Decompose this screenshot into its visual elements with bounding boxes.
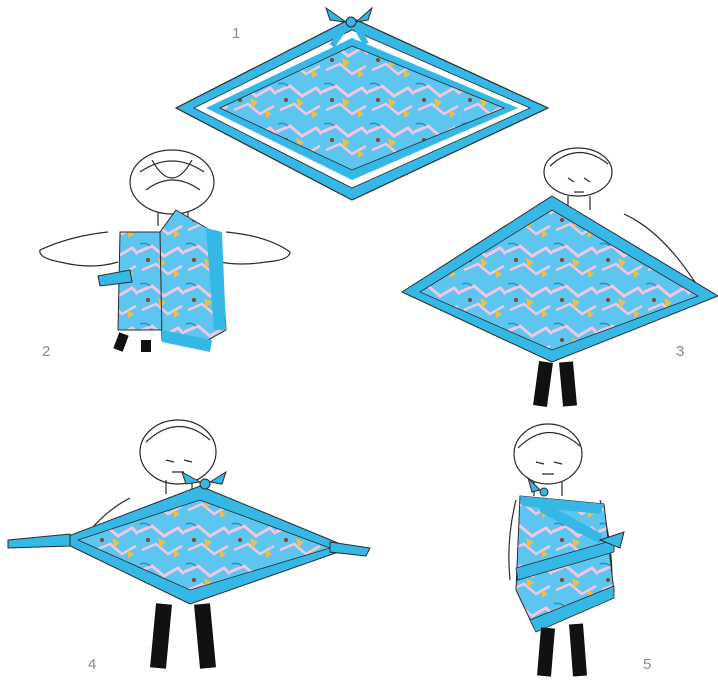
step-5-illustration bbox=[509, 424, 624, 676]
scarf-square-icon bbox=[402, 196, 718, 362]
scarf-square-icon bbox=[58, 486, 350, 604]
scarf-square-icon bbox=[176, 18, 548, 200]
step-number-5: 5 bbox=[643, 656, 651, 673]
step-number-4: 4 bbox=[88, 656, 96, 673]
step-2-illustration bbox=[40, 150, 290, 352]
step-4-illustration bbox=[8, 420, 370, 668]
scarf-square-icon bbox=[516, 496, 614, 632]
step-number-1: 1 bbox=[232, 25, 240, 42]
step-number-2: 2 bbox=[42, 343, 50, 360]
step-number-3: 3 bbox=[676, 343, 684, 360]
step-3-illustration bbox=[402, 148, 718, 406]
knot-icon bbox=[182, 472, 226, 489]
